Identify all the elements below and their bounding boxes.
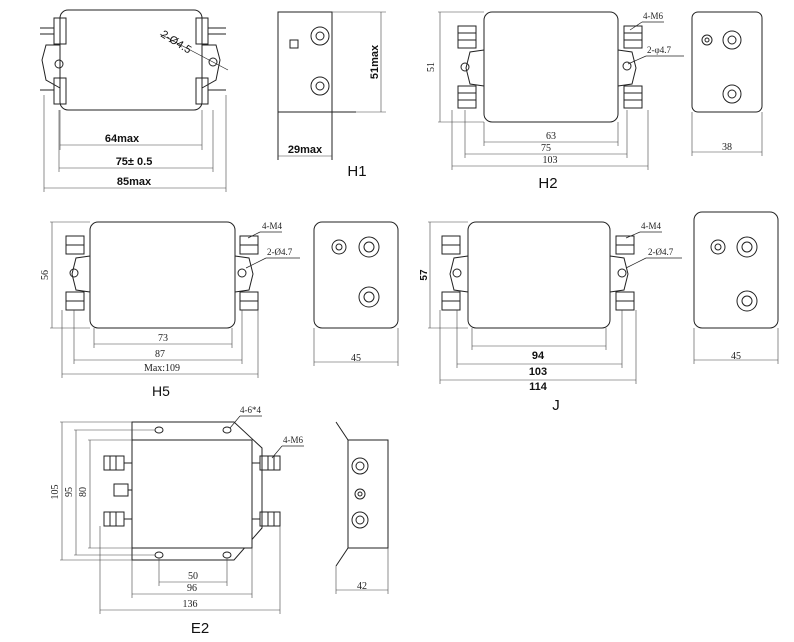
h5-hole-label: 2-Ø4.7 <box>267 247 293 257</box>
panel-h1: 2-Ø4.5 64max 75± 0.5 85max 51max 29max H… <box>40 9 386 192</box>
h2-w3: 103 <box>543 155 558 166</box>
j-w1: 94 <box>532 350 545 362</box>
j-side-view: 45 <box>693 211 779 364</box>
h5-model-label: H5 <box>152 383 170 399</box>
h1-front-view: 2-Ø4.5 64max 75± 0.5 85max <box>40 9 229 192</box>
h1-width-body: 64max <box>105 133 140 145</box>
j-w3: 114 <box>529 381 548 393</box>
j-w2: 103 <box>529 366 547 378</box>
h2-side-view: 38 <box>691 11 763 156</box>
h2-depth: 38 <box>722 142 732 153</box>
h2-height: 51 <box>426 62 437 72</box>
e2-holes-label: 4-6*4 <box>240 405 261 415</box>
h1-width-total: 85max <box>117 176 152 188</box>
panel-h5: 4-M4 2-Ø4.7 56 73 87 Max:109 <box>40 221 399 399</box>
h1-depth: 29max <box>288 144 323 156</box>
h2-hole-label: 2-φ4.7 <box>647 45 671 55</box>
h1-side-view: 51max 29max <box>277 11 386 160</box>
h5-front-view: 4-M4 2-Ø4.7 56 73 87 Max:109 <box>40 221 300 378</box>
h2-w1: 63 <box>546 131 556 142</box>
h5-w2: 87 <box>155 349 165 360</box>
h5-w3: Max:109 <box>144 363 180 374</box>
h5-side-view: 45 <box>313 221 399 366</box>
j-depth: 45 <box>731 351 741 362</box>
e2-front-view: 4-6*4 4-M6 105 95 80 50 <box>50 405 304 614</box>
j-height: 57 <box>419 269 430 281</box>
e2-h3: 80 <box>78 487 89 497</box>
panel-e2: 4-6*4 4-M6 105 95 80 50 <box>50 405 389 637</box>
h1-model-label: H1 <box>347 163 366 180</box>
h2-w2: 75 <box>541 143 551 154</box>
j-hole-label: 2-Ø4.7 <box>648 247 674 257</box>
h5-w1: 73 <box>158 333 168 344</box>
h1-height: 51max <box>369 44 381 79</box>
h2-thread-label: 4-M6 <box>643 11 663 21</box>
e2-w1: 50 <box>188 571 198 582</box>
e2-h2: 95 <box>64 487 75 497</box>
e2-thread-label: 4-M6 <box>283 435 303 445</box>
e2-side-view: 42 <box>335 421 389 594</box>
e2-w3: 136 <box>183 599 198 610</box>
j-model-label: J <box>552 397 560 414</box>
h5-height: 56 <box>40 270 51 280</box>
panel-h2: 4-M6 2-φ4.7 51 63 75 103 <box>426 11 763 192</box>
e2-w2: 96 <box>187 583 197 594</box>
e2-model-label: E2 <box>191 620 209 637</box>
j-thread-label: 4-M4 <box>641 221 661 231</box>
j-front-view: 4-M4 2-Ø4.7 57 94 103 114 <box>419 221 682 393</box>
e2-depth: 42 <box>357 581 367 592</box>
h2-model-label: H2 <box>538 175 557 192</box>
panel-j: 4-M4 2-Ø4.7 57 94 103 114 <box>419 211 779 414</box>
h5-depth: 45 <box>351 353 361 364</box>
h1-width-mount: 75± 0.5 <box>116 156 153 168</box>
e2-h1: 105 <box>50 485 61 500</box>
h5-thread-label: 4-M4 <box>262 221 282 231</box>
h2-front-view: 4-M6 2-φ4.7 51 63 75 103 <box>426 11 684 170</box>
